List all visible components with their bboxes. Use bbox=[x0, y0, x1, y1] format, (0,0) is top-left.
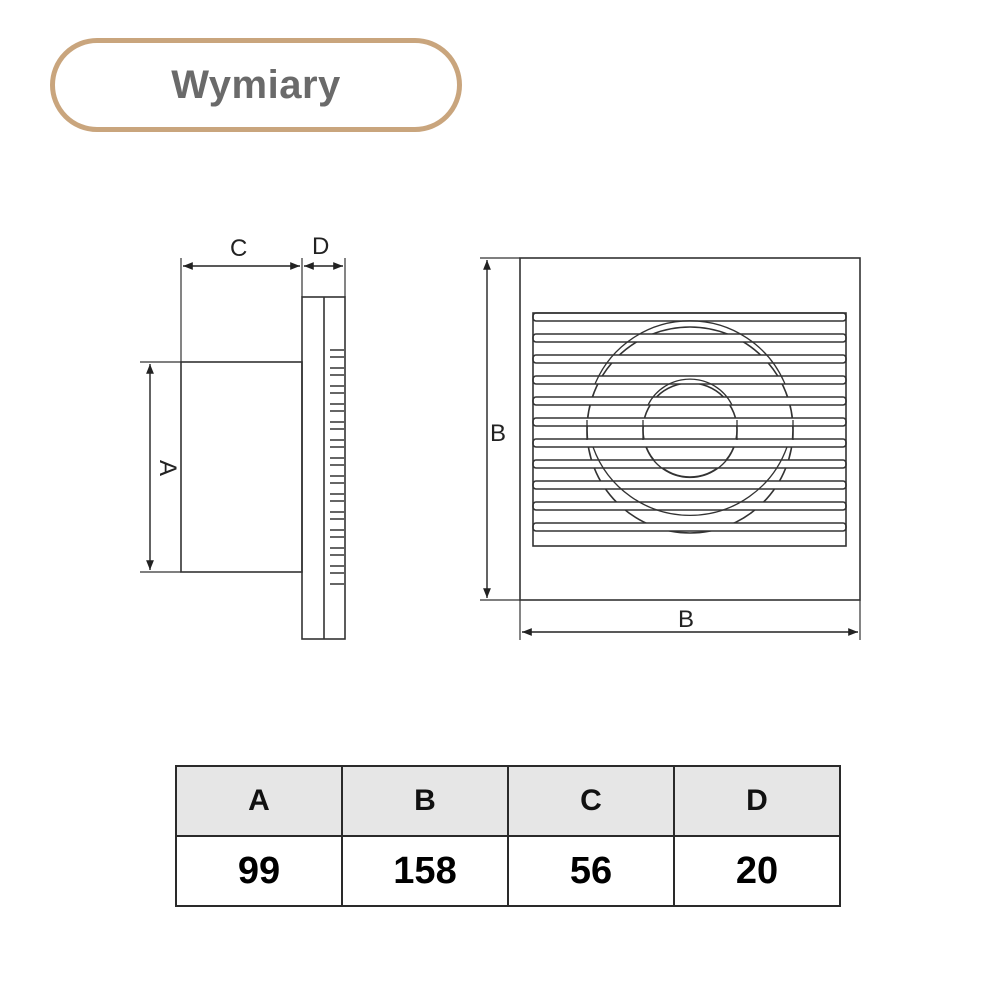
louver-teeth bbox=[330, 349, 344, 585]
label-b-vertical: B bbox=[490, 420, 506, 447]
table-row: 99 158 56 20 bbox=[175, 835, 841, 907]
header-b: B bbox=[341, 765, 509, 837]
value-c: 56 bbox=[507, 835, 675, 907]
technical-drawing: C D A bbox=[140, 233, 861, 640]
table-header-row: A B C D bbox=[175, 765, 841, 837]
front-view bbox=[480, 257, 861, 640]
duct-body bbox=[180, 361, 303, 573]
value-d: 20 bbox=[673, 835, 841, 907]
page-title: Wymiary bbox=[171, 62, 341, 107]
label-a: A bbox=[154, 460, 181, 476]
label-b-horizontal: B bbox=[678, 606, 694, 633]
header-c: C bbox=[507, 765, 675, 837]
value-b: 158 bbox=[341, 835, 509, 907]
dimensions-table: A B C D 99 158 56 20 bbox=[175, 765, 841, 907]
label-d: D bbox=[312, 233, 329, 260]
grille-slats bbox=[532, 312, 847, 532]
title-badge: Wymiary bbox=[50, 38, 462, 132]
front-panel bbox=[519, 257, 861, 601]
value-a: 99 bbox=[175, 835, 343, 907]
label-c: C bbox=[230, 235, 247, 262]
header-d: D bbox=[673, 765, 841, 837]
side-view bbox=[140, 258, 346, 640]
header-a: A bbox=[175, 765, 343, 837]
